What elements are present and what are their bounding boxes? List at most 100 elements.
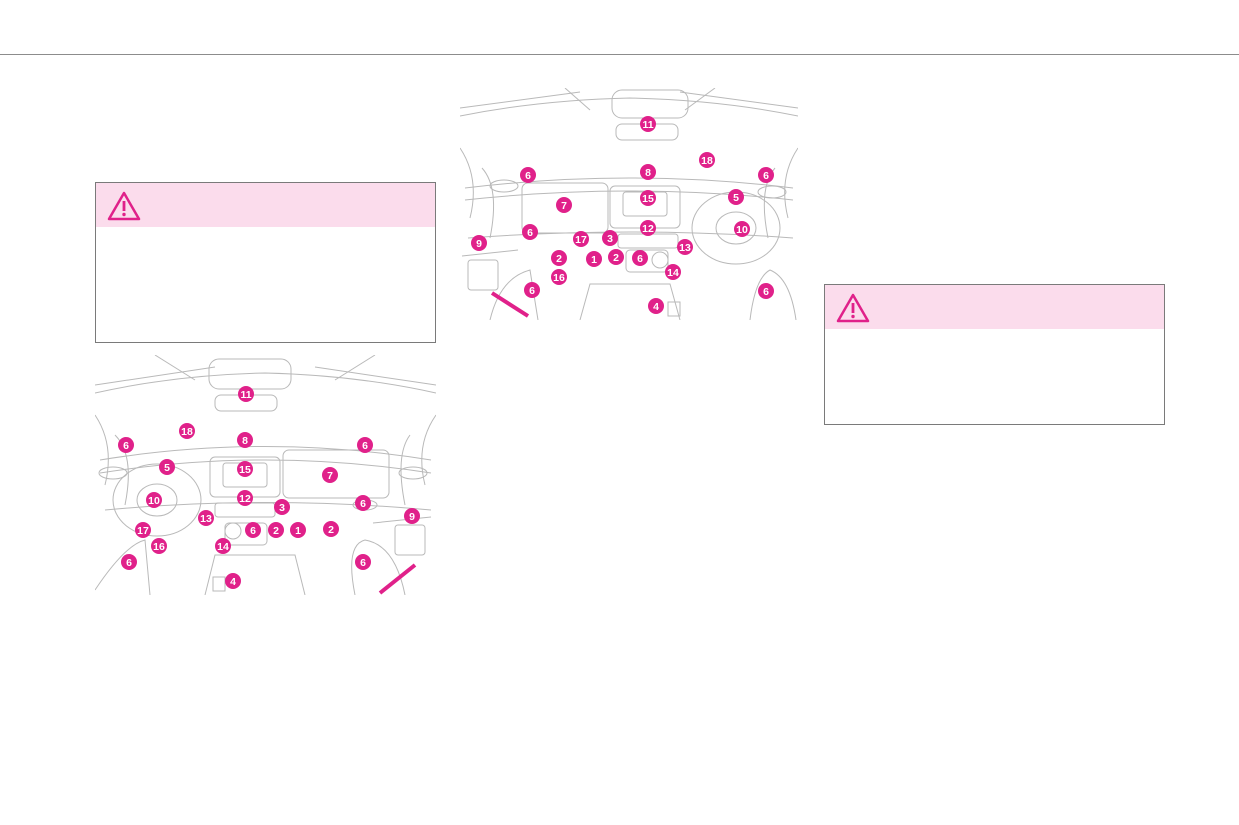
callout-marker: 14: [215, 538, 231, 554]
svg-text:8: 8: [645, 167, 651, 179]
svg-text:5: 5: [164, 462, 170, 474]
warning-header: [825, 285, 1164, 329]
callout-marker: 18: [699, 152, 715, 168]
callout-marker: 15: [237, 461, 253, 477]
svg-text:9: 9: [476, 238, 482, 250]
svg-text:11: 11: [642, 119, 653, 131]
svg-text:2: 2: [556, 253, 562, 265]
callout-marker: 2: [551, 250, 567, 266]
warning-box-2: [824, 284, 1165, 425]
callout-marker: 1: [586, 251, 602, 267]
svg-text:18: 18: [181, 426, 193, 438]
callout-marker: 17: [135, 522, 151, 538]
callout-marker: 6: [245, 522, 261, 538]
callout-marker: 6: [524, 282, 540, 298]
callout-marker: 7: [322, 467, 338, 483]
callout-marker: 6: [632, 250, 648, 266]
svg-text:2: 2: [328, 524, 334, 536]
svg-text:6: 6: [637, 253, 643, 265]
svg-text:5: 5: [733, 192, 739, 204]
svg-text:16: 16: [553, 272, 565, 284]
svg-text:18: 18: [701, 155, 713, 167]
callout-marker: 8: [640, 164, 656, 180]
svg-text:4: 4: [653, 301, 659, 313]
page-top-rule: [0, 54, 1239, 55]
svg-text:17: 17: [575, 234, 587, 246]
svg-text:6: 6: [126, 557, 132, 569]
callout-marker: 5: [728, 189, 744, 205]
svg-text:6: 6: [360, 557, 366, 569]
svg-text:12: 12: [239, 493, 251, 505]
svg-text:14: 14: [217, 541, 229, 553]
svg-text:11: 11: [240, 389, 251, 401]
svg-text:16: 16: [153, 541, 165, 553]
warning-header: [96, 183, 435, 227]
callout-marker: 18: [179, 423, 195, 439]
svg-text:2: 2: [273, 525, 279, 537]
svg-text:13: 13: [200, 513, 212, 525]
callout-marker: 10: [734, 221, 750, 237]
callout-marker: 16: [551, 269, 567, 285]
svg-text:6: 6: [123, 440, 129, 452]
svg-text:6: 6: [360, 498, 366, 510]
svg-text:1: 1: [295, 525, 301, 537]
callout-marker: 5: [159, 459, 175, 475]
callout-marker: 13: [677, 239, 693, 255]
callout-marker: 9: [404, 508, 420, 524]
dashboard-diagram-rhd: 11 8 18 6 6 7 15 5 10 12 6 17 3 9 2 2 6 …: [460, 88, 798, 320]
callout-marker: 8: [237, 432, 253, 448]
svg-text:6: 6: [525, 170, 531, 182]
svg-text:14: 14: [667, 267, 679, 279]
callout-marker: 9: [471, 235, 487, 251]
svg-text:6: 6: [763, 286, 769, 298]
svg-text:15: 15: [642, 193, 654, 205]
callout-marker: 16: [151, 538, 167, 554]
callout-marker: 4: [225, 573, 241, 589]
svg-text:6: 6: [529, 285, 535, 297]
svg-text:3: 3: [279, 502, 285, 514]
svg-text:6: 6: [250, 525, 256, 537]
svg-text:1: 1: [591, 254, 597, 266]
svg-text:10: 10: [736, 224, 748, 236]
svg-text:13: 13: [679, 242, 691, 254]
callout-marker: 1: [290, 522, 306, 538]
warning-triangle-icon: [836, 293, 870, 323]
svg-text:4: 4: [230, 576, 236, 588]
callout-marker: 2: [608, 249, 624, 265]
svg-text:3: 3: [607, 233, 613, 245]
svg-text:8: 8: [242, 435, 248, 447]
callout-marker: 3: [274, 499, 290, 515]
svg-text:7: 7: [327, 470, 333, 482]
warning-text: [96, 227, 435, 247]
warning-text: [825, 329, 1164, 349]
callout-marker: 15: [640, 190, 656, 206]
callout-marker: 14: [665, 264, 681, 280]
callout-marker: 3: [602, 230, 618, 246]
callout-marker: 6: [758, 167, 774, 183]
callout-marker: 12: [640, 220, 656, 236]
callout-marker: 6: [520, 167, 536, 183]
svg-text:9: 9: [409, 511, 415, 523]
callout-marker: 6: [357, 437, 373, 453]
callout-marker: 6: [758, 283, 774, 299]
callout-marker: 6: [355, 554, 371, 570]
dashboard-diagram-lhd: 11 18 8 6 6 5 15 7 10 12 3 6 13 17 9 6 2…: [95, 355, 436, 595]
callout-marker: 4: [648, 298, 664, 314]
svg-text:12: 12: [642, 223, 654, 235]
callout-marker: 10: [146, 492, 162, 508]
svg-text:2: 2: [613, 252, 619, 264]
callout-marker: 11: [238, 386, 254, 402]
callout-marker: 17: [573, 231, 589, 247]
callout-marker: 6: [522, 224, 538, 240]
callout-marker: 13: [198, 510, 214, 526]
callout-marker: 2: [323, 521, 339, 537]
warning-box-1: [95, 182, 436, 343]
svg-text:7: 7: [561, 200, 567, 212]
callout-marker: 2: [268, 522, 284, 538]
svg-text:10: 10: [148, 495, 160, 507]
svg-text:6: 6: [527, 227, 533, 239]
svg-text:6: 6: [763, 170, 769, 182]
svg-text:15: 15: [239, 464, 251, 476]
callout-marker: 12: [237, 490, 253, 506]
callout-marker: 11: [640, 116, 656, 132]
